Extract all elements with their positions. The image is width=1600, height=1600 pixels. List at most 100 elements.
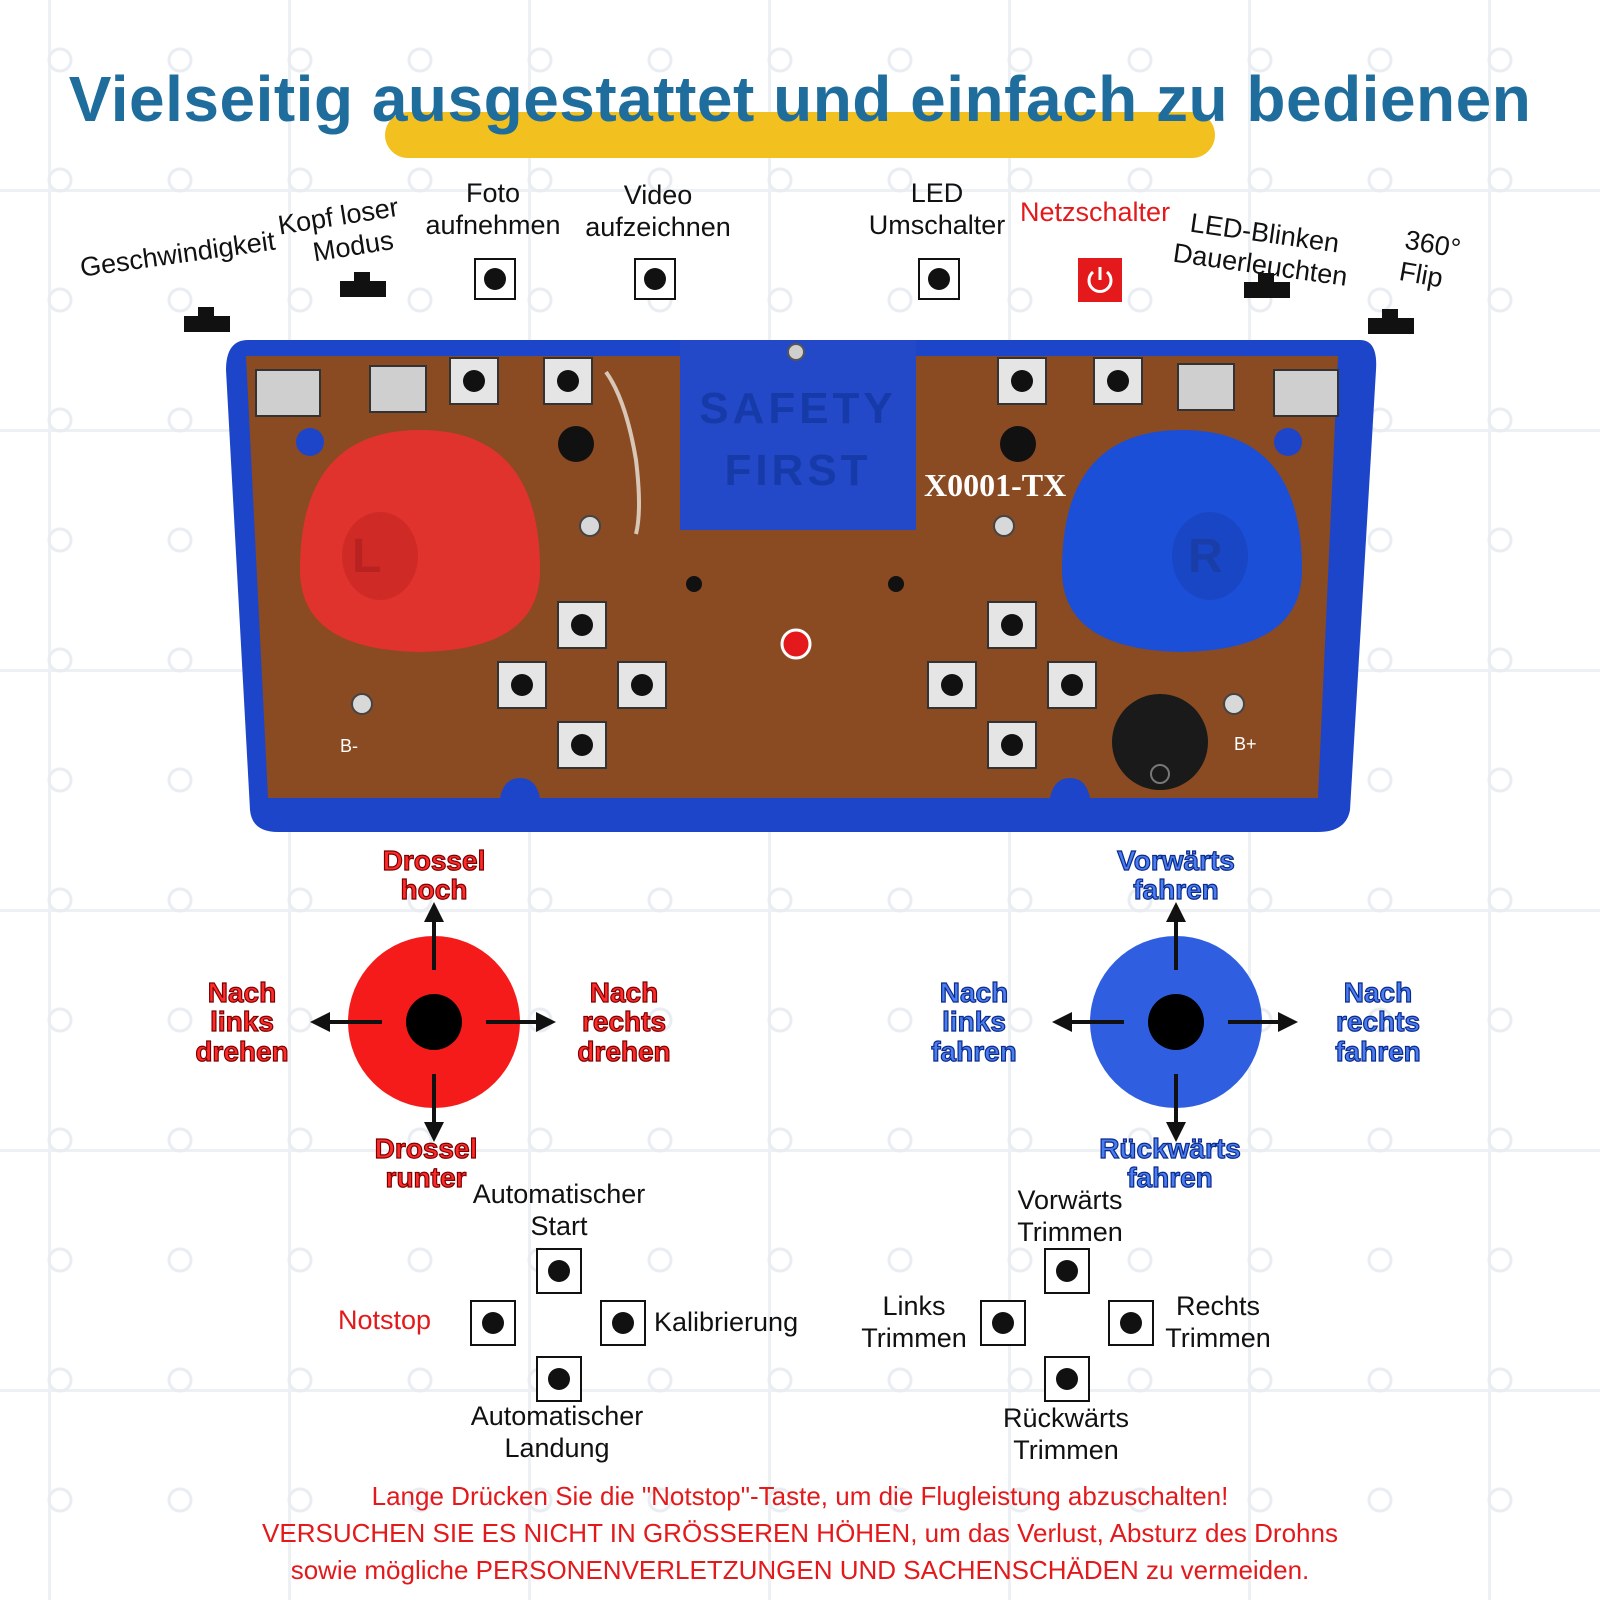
rotate-right-line3: drehen [577,1035,672,1067]
move-right-line1: Nach [1343,977,1413,1008]
label-trim-left: Links Trimmen [852,1290,976,1355]
safety-plate [680,340,916,530]
title-highlight-bar [385,112,1215,158]
move-left-line2: links [941,1006,1006,1038]
trim-forward-button-icon [1044,1248,1090,1294]
throttle-down-line2: runter [385,1162,467,1194]
label-auto-landing: Automatischer Landung [462,1400,652,1465]
label-led-line1: LED [910,178,964,208]
trim-backward-line2: Trimmen [1013,1435,1119,1466]
label-emergency-stop: Notstop [338,1305,432,1335]
left-stick-center [406,994,462,1050]
b-minus-label: B- [340,736,358,756]
rotate-left-line3: drehen [195,1035,290,1067]
mount-hole-left [296,428,324,456]
left-joystick [300,430,540,652]
label-calibration: Kalibrierung [654,1307,799,1337]
left-joystick-cap [342,512,418,600]
auto-landing-line1: Automatischer [470,1401,644,1431]
speed-switch-icon [184,307,230,332]
label-trim-forward: Vorwärts Trimmen [1000,1184,1140,1249]
model-number: X0001-TX [924,467,1067,503]
forward-line1: Vorwärts [1117,845,1236,876]
buzzer [1112,694,1208,790]
power-led-icon [780,628,812,660]
plate-screw [787,343,805,361]
move-right-line3: fahren [1335,1035,1422,1067]
photo-button-icon [474,258,516,300]
trim-left-line2: Trimmen [861,1323,967,1354]
warning-line1: Lange Drücken Sie die "Notstop"-Taste, u… [371,1481,1229,1511]
right-joystick-cap [1172,512,1248,600]
auto-start-button-icon [536,1248,582,1294]
b-plus-label: B+ [1234,734,1257,754]
trim-backward-line1: Rückwärts [1002,1403,1130,1433]
label-trim-right: Rechts Trimmen [1156,1290,1280,1355]
backward-line1: Rückwärts [1099,1133,1242,1164]
flip-switch-icon [1368,309,1414,334]
label-photo-line1: Foto [465,178,521,208]
warning-line3: sowie mögliche PERSONENVERLETZUNGEN UND … [290,1554,1310,1585]
led-button-icon [918,258,960,300]
safety-warning: Lange Drücken Sie die "Notstop"-Taste, u… [0,1478,1600,1589]
trim-right-button-icon [1108,1300,1154,1346]
buzzer-plus-icon [1150,764,1170,784]
trim-right-line2: Trimmen [1165,1323,1271,1354]
label-photo-line2: aufnehmen [425,210,561,241]
auto-landing-button-icon [536,1356,582,1402]
auto-start-line1: Automatischer [472,1179,646,1209]
move-left-line1: Nach [939,977,1009,1008]
trim-right-line1: Rechts [1175,1291,1261,1321]
board-holes [558,426,1036,592]
label-video-line2: aufzeichnen [585,212,731,243]
board-screws [351,515,1245,715]
blink-switch-icon [1244,273,1290,298]
page-title: Vielseitig ausgestattet und einfach zu b… [68,63,1532,135]
label-rotate-left: Nach links drehen [182,977,302,1067]
video-button-icon [634,258,676,300]
label-move-left: Nach links fahren [914,977,1034,1067]
trim-forward-line1: Vorwärts [1017,1185,1123,1215]
move-right-line2: rechts [1335,1006,1421,1038]
board-tact-buttons [449,357,1143,769]
headless-switch-icon [340,272,386,297]
rotate-left-line1: Nach [207,977,277,1008]
label-video-line1: Video [623,180,693,210]
label-power: Netzschalter [1020,197,1171,227]
rotate-right-line1: Nach [589,977,659,1008]
label-trim-backward: Rückwärts Trimmen [986,1402,1146,1467]
label-led: LED Umschalter [862,177,1012,242]
label-backward: Rückwärts fahren [1090,1133,1250,1194]
right-stick-letter: R [1188,530,1223,583]
label-led-line2: Umschalter [868,210,1006,241]
power-button-icon [1078,258,1122,302]
backward-line2: fahren [1127,1162,1214,1194]
throttle-up-line1: Drossel [382,845,486,876]
label-throttle-up: Drossel hoch [374,845,494,906]
label-throttle-down: Drossel runter [366,1133,486,1194]
mount-hole-right [1274,428,1302,456]
left-stick-letter: L [352,530,382,583]
label-move-right: Nach rechts fahren [1318,977,1438,1067]
label-video: Video aufzeichnen [578,179,738,244]
throttle-up-line2: hoch [400,874,468,906]
rotate-right-line2: rechts [581,1006,667,1038]
calibration-button-icon [600,1300,646,1346]
throttle-down-line1: Drossel [374,1133,478,1164]
safety-line2: FIRST [724,445,872,495]
auto-start-line2: Start [530,1211,588,1242]
safety-line1: SAFETY [699,384,897,433]
emergency-stop-button-icon [470,1300,516,1346]
label-auto-start: Automatischer Start [464,1178,654,1243]
right-stick-diagram [1052,902,1298,1142]
forward-line2: fahren [1133,874,1220,906]
label-rotate-right: Nach rechts drehen [564,977,684,1067]
label-forward: Vorwärts fahren [1106,845,1246,906]
auto-landing-line2: Landung [504,1433,610,1464]
left-stick-diagram [310,902,556,1142]
trim-left-line1: Links [882,1291,946,1321]
move-left-line3: fahren [931,1035,1018,1067]
